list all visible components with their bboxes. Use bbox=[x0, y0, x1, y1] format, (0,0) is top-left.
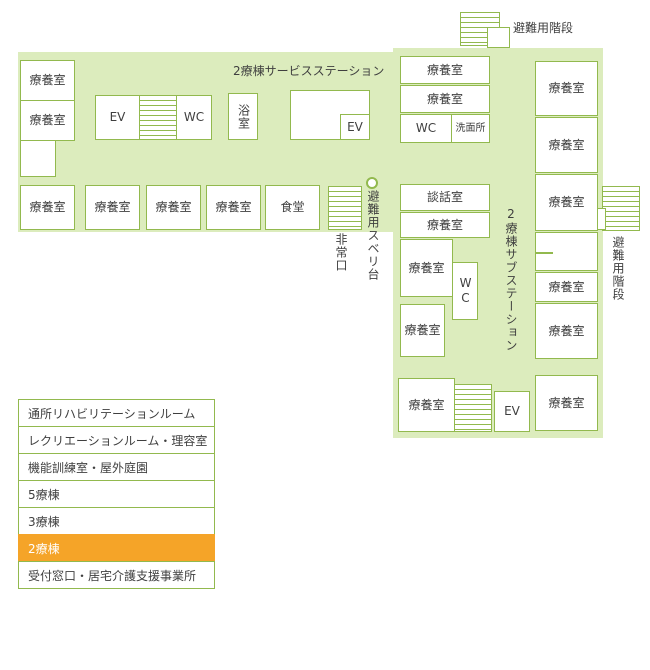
door-mark bbox=[536, 252, 553, 254]
legend-item-day-rehab[interactable]: 通所リハビリテーションルーム bbox=[18, 399, 215, 427]
room-ryoyo-11: 療養室 bbox=[400, 304, 445, 357]
label-escape-slide: 避難用スベリ台 bbox=[366, 190, 380, 281]
room-ryoyo-6: 療養室 bbox=[206, 185, 261, 230]
floor-legend: 通所リハビリテーションルーム レクリエーションルーム・理容室 機能訓練室・屋外庭… bbox=[18, 399, 215, 589]
label-service-station: 2療棟サービスステーション bbox=[233, 64, 385, 78]
room-ryoyo-4: 療養室 bbox=[85, 185, 140, 230]
label-stairs-top: 避難用階段 bbox=[513, 21, 574, 35]
room-ryoyo-8: 療養室 bbox=[400, 85, 490, 113]
label-emergency-exit: 非常口 bbox=[334, 233, 348, 272]
room-unlabeled-right bbox=[535, 232, 598, 271]
room-ryoyo-10: 療養室 bbox=[400, 239, 453, 297]
emergency-exit-hatch bbox=[328, 186, 362, 230]
stairs-icon-right bbox=[602, 186, 640, 231]
room-ryoyo-1: 療養室 bbox=[20, 60, 75, 101]
legend-item-ward5[interactable]: 5療棟 bbox=[18, 480, 215, 508]
label-sub-station: 2療棟サブステーション bbox=[504, 207, 518, 352]
room-ev-left: EV bbox=[95, 95, 140, 140]
room-wc-vertical: WC bbox=[452, 262, 478, 320]
room-ryoyo-17: 療養室 bbox=[535, 303, 598, 359]
stairs-icon-bottom-right bbox=[454, 384, 492, 432]
room-ryoyo-7: 療養室 bbox=[400, 56, 490, 84]
slide-circle-icon bbox=[366, 177, 378, 189]
room-dining: 食堂 bbox=[265, 185, 320, 230]
room-washroom: 洗面所 bbox=[451, 114, 490, 143]
room-ryoyo-18: 療養室 bbox=[535, 375, 598, 431]
room-ryoyo-12: 療養室 bbox=[398, 378, 455, 432]
legend-item-recreation[interactable]: レクリエーションルーム・理容室 bbox=[18, 426, 215, 454]
room-ryoyo-9: 療養室 bbox=[400, 212, 490, 238]
room-ryoyo-16: 療養室 bbox=[535, 272, 598, 302]
room-wc-mid: WC bbox=[400, 114, 452, 143]
legend-item-reception[interactable]: 受付窓口・居宅介護支援事業所 bbox=[18, 561, 215, 589]
room-lounge: 談話室 bbox=[400, 184, 490, 211]
room-unlabeled-left bbox=[20, 140, 56, 177]
room-ev-service: EV bbox=[340, 114, 370, 140]
room-wc-left: WC bbox=[176, 95, 212, 140]
stairs-icon-left-wing bbox=[139, 95, 177, 140]
legend-item-training[interactable]: 機能訓練室・屋外庭園 bbox=[18, 453, 215, 481]
stairs-icon-top-landing bbox=[487, 27, 510, 48]
legend-item-ward2[interactable]: 2療棟 bbox=[18, 534, 215, 562]
room-bath: 浴室 bbox=[228, 93, 258, 140]
legend-item-ward3[interactable]: 3療棟 bbox=[18, 507, 215, 535]
room-ryoyo-15: 療養室 bbox=[535, 174, 598, 231]
room-ryoyo-13: 療養室 bbox=[535, 61, 598, 116]
room-ryoyo-3: 療養室 bbox=[20, 185, 75, 230]
room-ryoyo-14: 療養室 bbox=[535, 117, 598, 173]
label-stairs-right: 避難用階段 bbox=[611, 236, 625, 301]
room-ryoyo-2: 療養室 bbox=[20, 100, 75, 141]
room-ryoyo-5: 療養室 bbox=[146, 185, 201, 230]
room-ev-right: EV bbox=[494, 391, 530, 432]
